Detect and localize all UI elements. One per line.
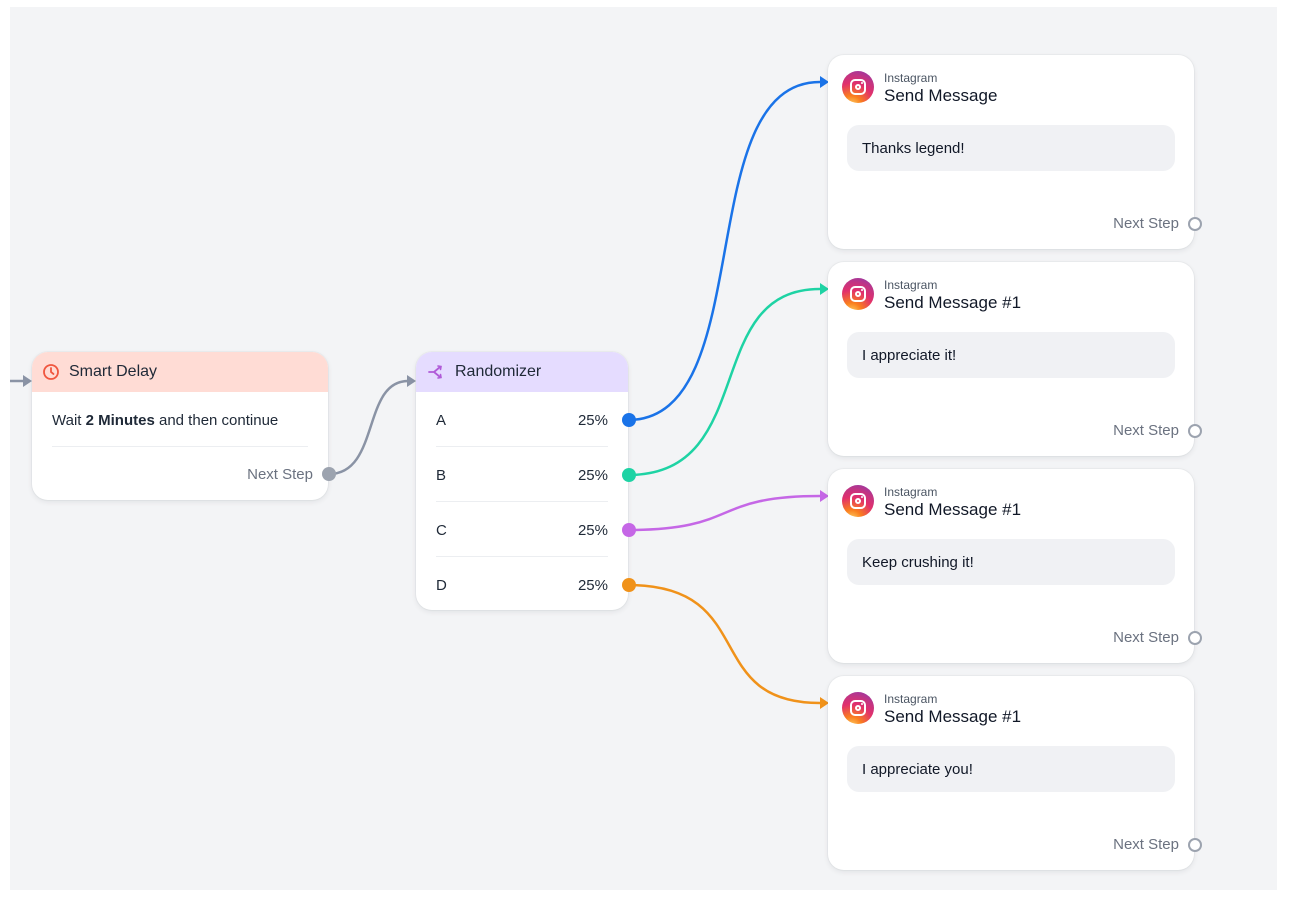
variant-percent: 25% bbox=[577, 412, 608, 429]
send-message-node[interactable]: Instagram Send Message #1 I appreciate i… bbox=[828, 262, 1202, 456]
next-step-label: Next Step bbox=[1113, 215, 1179, 232]
variant-row-b[interactable]: B 25% bbox=[436, 448, 608, 503]
variant-c-port[interactable] bbox=[622, 523, 636, 537]
smart-delay-node[interactable]: Smart Delay Wait 2 Minutes and then cont… bbox=[32, 352, 336, 500]
next-step-port[interactable] bbox=[1188, 838, 1202, 852]
variant-row-d[interactable]: D 25% bbox=[436, 558, 608, 613]
variant-b-port[interactable] bbox=[622, 468, 636, 482]
next-step-port[interactable] bbox=[1188, 217, 1202, 231]
divider bbox=[436, 556, 608, 557]
send-message-node[interactable]: Instagram Send Message Thanks legend! Ne… bbox=[828, 55, 1202, 249]
variant-a-port[interactable] bbox=[622, 413, 636, 427]
next-step-label: Next Step bbox=[1113, 629, 1179, 646]
next-step-label: Next Step bbox=[1113, 422, 1179, 439]
randomizer-header[interactable]: Randomizer bbox=[416, 352, 628, 392]
randomizer-node[interactable]: Randomizer A 25% B 25% C 25% D 25% bbox=[416, 352, 636, 613]
wire-delay-to-randomizer[interactable] bbox=[328, 379, 409, 476]
variant-percent: 25% bbox=[577, 467, 608, 484]
wire-variant-b[interactable] bbox=[627, 287, 821, 477]
node-title: Send Message bbox=[884, 86, 998, 105]
wire-variant-c[interactable] bbox=[627, 494, 821, 532]
variant-percent: 25% bbox=[577, 577, 608, 594]
variant-name: B bbox=[436, 467, 447, 484]
variant-name: D bbox=[436, 577, 447, 594]
instagram-icon bbox=[842, 692, 874, 724]
divider bbox=[436, 501, 608, 502]
next-step-port[interactable] bbox=[1188, 631, 1202, 645]
message-bubble[interactable]: I appreciate it! bbox=[847, 332, 1175, 378]
wire-variant-a[interactable] bbox=[627, 80, 821, 422]
message-bubble[interactable]: Keep crushing it! bbox=[847, 539, 1175, 585]
platform-label: Instagram bbox=[884, 278, 938, 292]
smart-delay-header[interactable]: Smart Delay bbox=[32, 352, 328, 392]
variant-percent: 25% bbox=[577, 522, 608, 539]
send-message-node[interactable]: Instagram Send Message #1 I appreciate y… bbox=[828, 676, 1202, 870]
divider bbox=[52, 446, 308, 447]
instagram-icon bbox=[842, 71, 874, 103]
variant-row-c[interactable]: C 25% bbox=[436, 503, 608, 558]
smart-delay-description: Wait 2 Minutes and then continue bbox=[32, 392, 328, 429]
node-title: Send Message #1 bbox=[884, 707, 1022, 726]
delay-text-suffix: and then continue bbox=[158, 412, 279, 429]
next-step-label: Next Step bbox=[1113, 836, 1179, 853]
delay-duration: 2 Minutes bbox=[85, 412, 155, 429]
smart-delay-title: Smart Delay bbox=[69, 363, 158, 380]
variant-name: C bbox=[436, 522, 447, 539]
platform-label: Instagram bbox=[884, 692, 938, 706]
send-message-node[interactable]: Instagram Send Message #1 Keep crushing … bbox=[828, 469, 1202, 663]
delay-text-prefix: Wait bbox=[52, 412, 82, 429]
next-step-port[interactable] bbox=[322, 467, 336, 481]
next-step-label: Next Step bbox=[247, 466, 313, 483]
node-title: Send Message #1 bbox=[884, 500, 1022, 519]
next-step-port[interactable] bbox=[1188, 424, 1202, 438]
variant-name: A bbox=[436, 412, 447, 429]
wire-variant-d[interactable] bbox=[627, 583, 821, 705]
platform-label: Instagram bbox=[884, 71, 938, 85]
variant-row-a[interactable]: A 25% bbox=[436, 393, 608, 448]
instagram-icon bbox=[842, 278, 874, 310]
platform-label: Instagram bbox=[884, 485, 938, 499]
divider bbox=[436, 446, 608, 447]
instagram-icon bbox=[842, 485, 874, 517]
message-bubble[interactable]: I appreciate you! bbox=[847, 746, 1175, 792]
node-title: Send Message #1 bbox=[884, 293, 1022, 312]
split-icon bbox=[428, 365, 442, 379]
message-bubble[interactable]: Thanks legend! bbox=[847, 125, 1175, 171]
clock-icon bbox=[43, 364, 59, 380]
variant-d-port[interactable] bbox=[622, 578, 636, 592]
randomizer-title: Randomizer bbox=[455, 363, 542, 380]
